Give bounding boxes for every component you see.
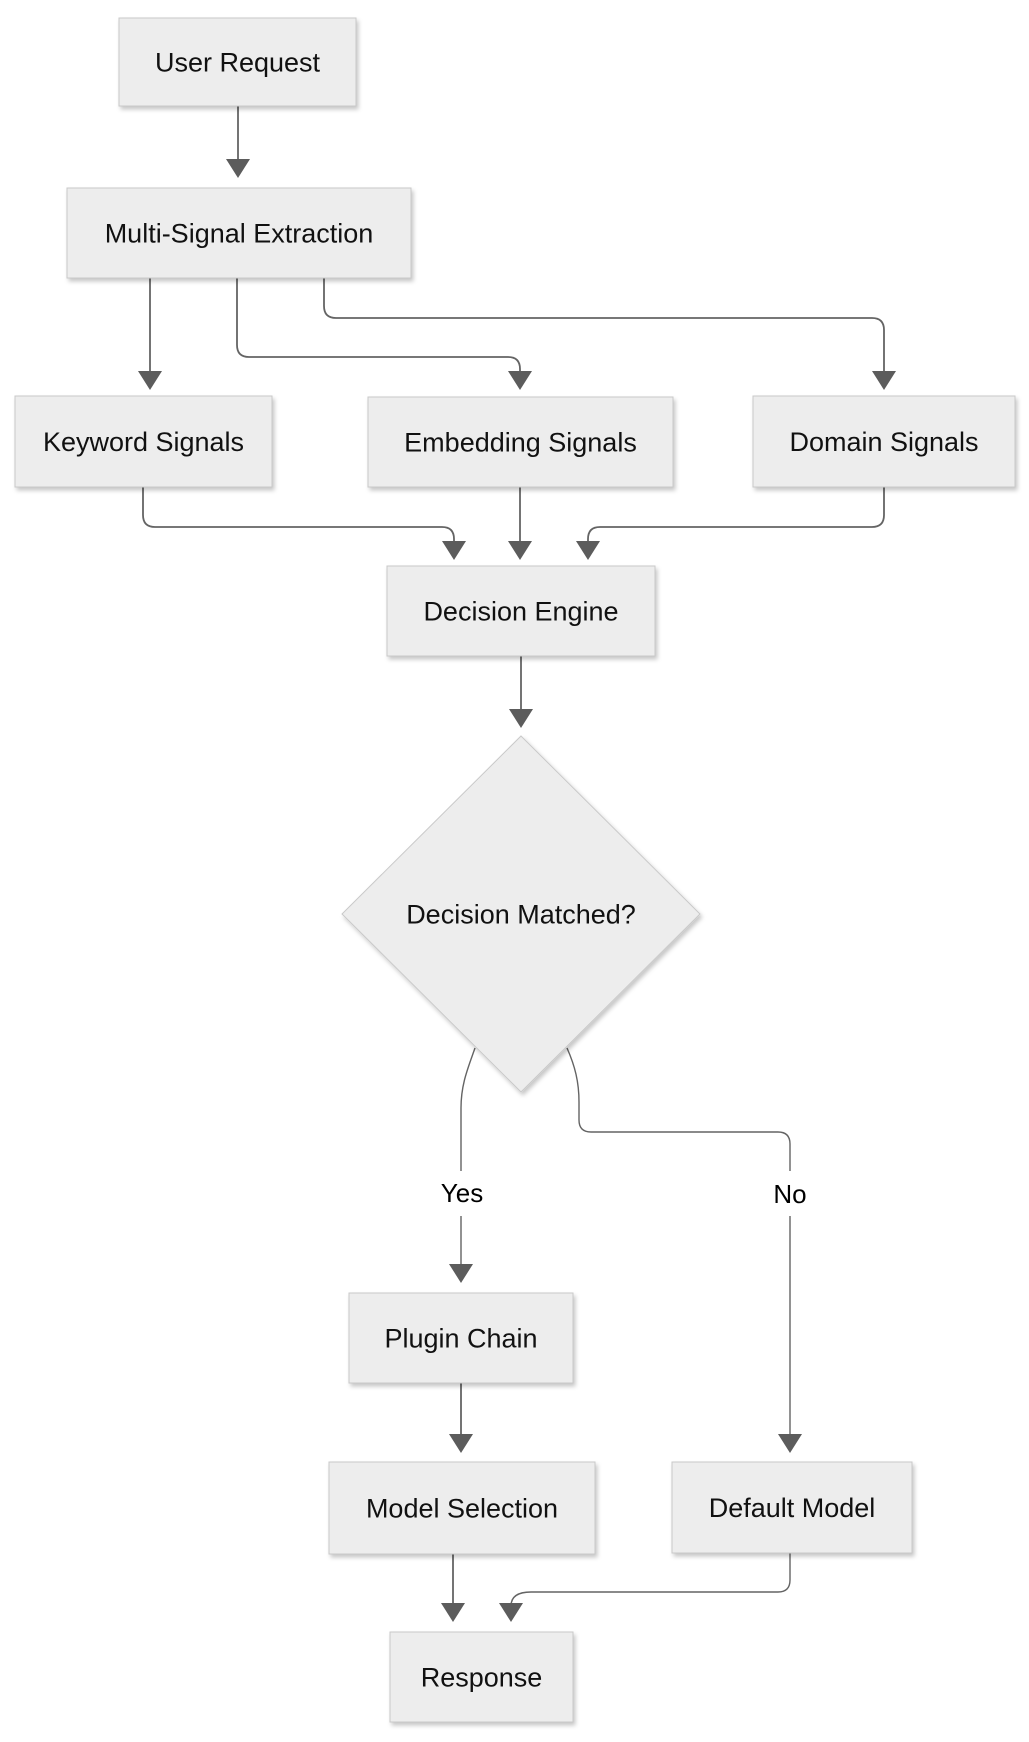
edge-embedding-signals-to-decision-engine [508, 487, 532, 560]
edge-model-selection-to-response [441, 1554, 465, 1622]
node-user-request: User Request [118, 17, 357, 107]
node-domain-signals: Domain Signals [752, 395, 1016, 488]
edge-decision-matched-yes-to-plugin-chain [449, 1047, 476, 1283]
arrowhead-down-icon [449, 1434, 473, 1453]
edge-line [510, 1553, 791, 1607]
arrowhead-down-icon [508, 541, 532, 560]
domain-signals-label: Domain Signals [789, 427, 978, 457]
arrowhead-down-icon [138, 371, 162, 390]
user-request-label: User Request [155, 47, 321, 77]
node-plugin-chain: Plugin Chain [348, 1292, 574, 1384]
arrowhead-down-icon [442, 541, 466, 560]
edge-default-model-to-response [499, 1553, 791, 1622]
edge-multi-signal-extraction-to-domain-signals [323, 278, 896, 390]
node-keyword-signals: Keyword Signals [14, 395, 273, 488]
node-multi-signal-extraction: Multi-Signal Extraction [66, 187, 412, 279]
edge-line [460, 1047, 476, 1171]
decision-engine-label: Decision Engine [423, 596, 618, 626]
domain-signals-box [752, 395, 1016, 488]
user-request-box [118, 17, 357, 107]
edge-label-yes: Yes [441, 1178, 483, 1208]
model-selection-label: Model Selection [366, 1493, 558, 1523]
default-model-box [671, 1461, 913, 1554]
arrowhead-down-icon [226, 159, 250, 178]
edge-label-no: No [773, 1179, 806, 1209]
edge-decision-engine-to-decision-matched [509, 656, 533, 728]
edge-line [236, 278, 521, 373]
edge-decision-matched-no-to-default-model [566, 1047, 802, 1453]
embedding-signals-box [367, 396, 674, 488]
node-response: Response [389, 1631, 574, 1723]
decision-engine-box [386, 565, 656, 657]
arrowhead-down-icon [872, 371, 896, 390]
plugin-chain-label: Plugin Chain [384, 1323, 537, 1353]
node-default-model: Default Model [671, 1461, 913, 1554]
response-box [389, 1631, 574, 1723]
arrowhead-down-icon [441, 1603, 465, 1622]
node-model-selection: Model Selection [328, 1461, 596, 1555]
multi-signal-extraction-box [66, 187, 412, 279]
keyword-signals-label: Keyword Signals [43, 427, 244, 457]
edge-keyword-signals-to-decision-engine [142, 487, 466, 560]
arrowhead-down-icon [509, 709, 533, 728]
response-label: Response [421, 1662, 543, 1692]
arrowhead-down-icon [499, 1603, 523, 1622]
edge-line [323, 278, 885, 373]
arrowhead-down-icon [576, 541, 600, 560]
arrowhead-down-icon [508, 371, 532, 390]
keyword-signals-box [14, 395, 273, 488]
arrowhead-down-icon [778, 1434, 802, 1453]
edge-multi-signal-extraction-to-embedding-signals [236, 278, 532, 390]
plugin-chain-box [348, 1292, 574, 1384]
edge-plugin-chain-to-model-selection [449, 1383, 473, 1453]
edge-line [566, 1047, 791, 1171]
default-model-label: Default Model [709, 1493, 876, 1523]
node-embedding-signals: Embedding Signals [367, 396, 674, 488]
decision-matched-label: Decision Matched? [406, 899, 636, 929]
embedding-signals-label: Embedding Signals [404, 427, 637, 457]
edge-multi-signal-extraction-to-keyword-signals [138, 278, 162, 390]
model-selection-box [328, 1461, 596, 1555]
edge-line [142, 487, 455, 543]
node-decision-matched: Decision Matched? [341, 735, 701, 1093]
arrowhead-down-icon [449, 1264, 473, 1283]
edge-user-request-to-multi-signal-extraction [226, 106, 250, 178]
decision-matched-diamond [341, 735, 701, 1093]
node-decision-engine: Decision Engine [386, 565, 656, 657]
multi-signal-extraction-label: Multi-Signal Extraction [105, 218, 374, 248]
edge-domain-signals-to-decision-engine [576, 487, 885, 560]
edge-line [587, 487, 885, 543]
